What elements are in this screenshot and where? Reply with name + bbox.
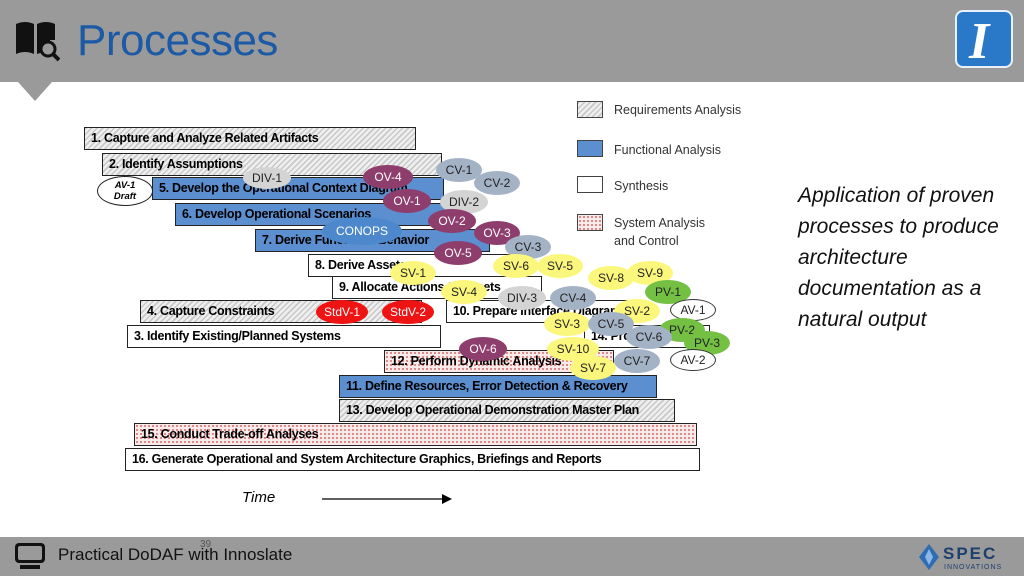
legend-label-system-analysis: System Analysis <box>614 216 706 230</box>
process-bar-16: 16. Generate Operational and System Arch… <box>125 448 700 471</box>
product-stdv-2: StdV-2 <box>382 300 434 324</box>
process-bar-15: 15. Conduct Trade-off Analyses <box>134 423 697 446</box>
spec-innovations-logo: SPEC INNOVATIONS <box>919 544 1002 571</box>
product-sv-3: SV-3 <box>544 312 590 336</box>
legend-swatch-functional <box>577 140 603 157</box>
product-stdv-1: StdV-1 <box>316 300 368 324</box>
product-ov-6: OV-6 <box>459 337 507 361</box>
product-div-1: DIV-1 <box>243 167 291 189</box>
product-sv-10: SV-10 <box>547 337 599 361</box>
footer-title: Practical DoDAF with Innoslate <box>58 545 293 564</box>
legend-label-synthesis: Synthesis <box>614 179 669 193</box>
monitor-icon <box>15 543 45 569</box>
av1-draft-line2: Draft <box>113 191 137 202</box>
product-cv-6: CV-6 <box>626 325 672 349</box>
legend-label-requirements: Requirements Analysis <box>614 103 742 117</box>
time-arrow-icon <box>322 494 452 504</box>
product-ov-5: OV-5 <box>434 241 482 265</box>
process-bar-13: 13. Develop Operational Demonstration Ma… <box>339 399 675 422</box>
page-number: 39 <box>200 539 212 550</box>
process-bar-1: 1. Capture and Analyze Related Artifacts <box>84 127 416 150</box>
page-title: Processes <box>77 16 278 65</box>
process-bar-4: 4. Capture Constraints <box>140 300 422 323</box>
product-sv-8: SV-8 <box>588 266 634 290</box>
legend-label-functional: Functional Analysis <box>614 143 722 157</box>
innoslate-logo-letter: I <box>969 13 990 70</box>
time-label: Time <box>242 489 276 506</box>
product-cv-3: CV-3 <box>505 235 551 259</box>
product-ov-4: OV-4 <box>363 165 413 189</box>
legend-swatch-synthesis <box>577 176 603 193</box>
spec-logo-line1: SPEC <box>943 544 997 563</box>
product-sv-5: SV-5 <box>537 254 583 278</box>
av1-draft-line1: AV-1 <box>114 180 136 191</box>
product-av-2: AV-2 <box>670 349 716 371</box>
legend-swatch-requirements <box>577 101 603 118</box>
side-statement: Application of proven processes to produ… <box>798 184 999 331</box>
spec-logo-line2: INNOVATIONS <box>944 564 1002 571</box>
product-cv-2: CV-2 <box>474 171 520 195</box>
header-notch <box>18 82 52 101</box>
product-cv-7: CV-7 <box>614 349 660 373</box>
innoslate-logo: I <box>955 10 1013 70</box>
product-sv-7: SV-7 <box>570 356 616 380</box>
legend-label-system-analysis-line2: and Control <box>614 234 679 248</box>
legend-swatch-system-analysis <box>577 214 603 231</box>
product-div-3: DIV-3 <box>498 286 546 310</box>
product-sv-1: SV-1 <box>390 261 436 285</box>
header-bar <box>0 0 1024 82</box>
product-ov-2: OV-2 <box>428 209 476 233</box>
product-cv-4: CV-4 <box>550 286 596 310</box>
product-ov-1: OV-1 <box>383 189 431 213</box>
footer-bar <box>0 537 1024 576</box>
process-bar-11: 11. Define Resources, Error Detection & … <box>339 375 657 398</box>
product-sv-4: SV-4 <box>441 280 487 304</box>
product-conops: CONOPS <box>322 217 402 245</box>
product-sv-2: SV-2 <box>614 299 660 323</box>
product-ov-3: OV-3 <box>474 221 520 245</box>
av1-draft-badge: AV-1 Draft <box>97 176 153 206</box>
book-search-icon <box>16 22 60 62</box>
process-bar-3: 3. Identify Existing/Planned Systems <box>127 325 441 348</box>
product-sv-6: SV-6 <box>493 254 539 278</box>
product-av-1: AV-1 <box>670 299 716 321</box>
